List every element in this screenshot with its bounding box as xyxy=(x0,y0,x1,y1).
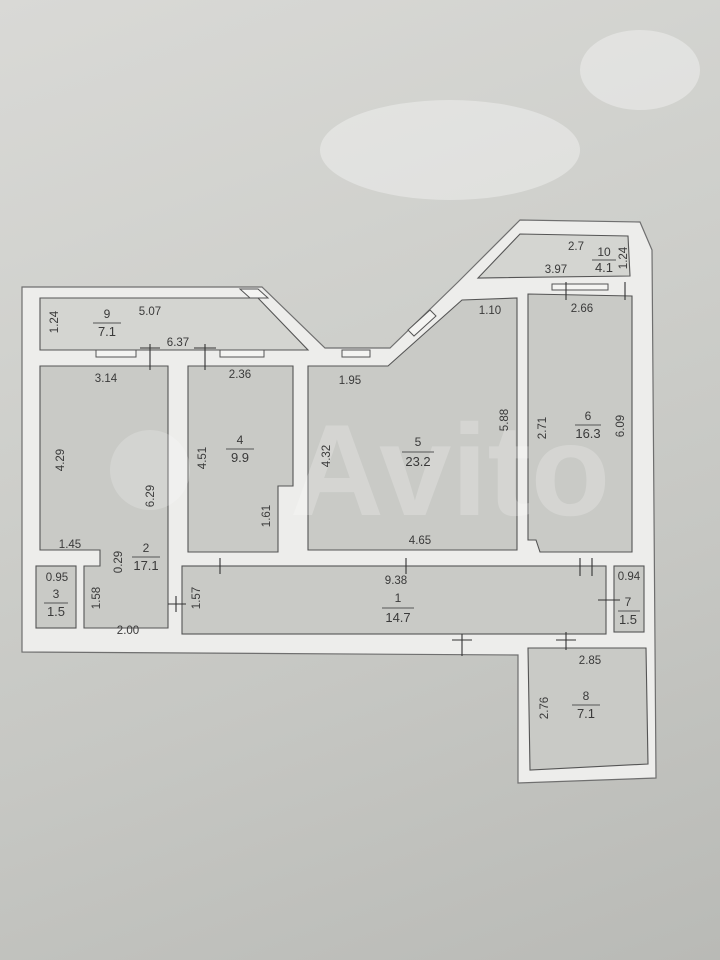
room-1-number: 1 xyxy=(395,591,402,605)
dimension-label: 2.85 xyxy=(579,655,601,667)
dimension-label: 0.95 xyxy=(46,572,68,584)
dimension-label: 5.88 xyxy=(499,409,511,431)
room-10-number: 10 xyxy=(597,245,611,259)
dimension-label: 6.37 xyxy=(167,337,189,349)
watermark-text: Avito xyxy=(290,397,610,543)
dimension-label: 0.29 xyxy=(113,551,125,573)
door-marks xyxy=(140,282,626,656)
room-4-area: 9.9 xyxy=(231,450,249,465)
window-room-5-diagonal xyxy=(407,309,437,337)
dimension-label: 4.51 xyxy=(197,447,209,469)
dimension-label: 1.95 xyxy=(339,375,361,387)
room-8-shape xyxy=(527,647,649,771)
room-1-area: 14.7 xyxy=(385,610,410,625)
window-room-4 xyxy=(219,349,265,358)
dimension-label: 1.61 xyxy=(261,505,273,527)
room-10-area: 4.1 xyxy=(595,260,613,275)
room-5-number: 5 xyxy=(415,435,422,449)
room-7-shape xyxy=(613,565,645,633)
dimension-labels: 1.24 5.07 6.37 3.14 2.36 1.95 1.10 2.7 1… xyxy=(46,241,641,719)
room-2-area: 17.1 xyxy=(133,558,158,573)
room-2-shape xyxy=(39,365,169,629)
dimension-label: 2.36 xyxy=(229,369,251,381)
room-8-number: 8 xyxy=(583,689,590,703)
room-4-shape xyxy=(187,365,294,553)
room-7-number: 7 xyxy=(625,595,632,609)
dimension-label: 3.14 xyxy=(95,373,118,385)
room-3-area: 1.5 xyxy=(47,604,65,619)
dimension-label: 1.24 xyxy=(49,310,61,333)
room-6-area: 16.3 xyxy=(575,426,600,441)
room-3-shape xyxy=(35,565,77,629)
room-5-area: 23.2 xyxy=(405,454,430,469)
dimension-label: 6.29 xyxy=(145,485,157,507)
dimension-label: 2.7 xyxy=(568,241,584,253)
dimension-label: 2.66 xyxy=(571,303,593,315)
room-6-number: 6 xyxy=(585,409,592,423)
dimension-label: 4.29 xyxy=(55,449,67,471)
window-room-5 xyxy=(341,349,371,358)
photo-glare xyxy=(320,100,580,200)
dimension-label: 5.07 xyxy=(139,306,161,318)
photo-glare-2 xyxy=(580,30,700,110)
room-3-number: 3 xyxy=(53,587,60,601)
dimension-label: 2.00 xyxy=(117,625,139,637)
room-4-number: 4 xyxy=(237,433,244,447)
window-room-2 xyxy=(95,349,137,358)
dimension-label: 9.38 xyxy=(385,575,407,587)
dimension-label: 2.76 xyxy=(539,697,551,719)
dimension-label: 0.94 xyxy=(618,571,641,583)
dimension-label: 3.97 xyxy=(545,264,567,276)
window-room-6 xyxy=(551,283,609,291)
watermark-logo xyxy=(110,430,190,510)
dimension-label: 4.32 xyxy=(321,445,333,467)
room-7-area: 1.5 xyxy=(619,612,637,627)
room-5-shape xyxy=(307,297,518,551)
dimension-label: 1.10 xyxy=(479,305,501,317)
dimension-label: 1.45 xyxy=(59,539,81,551)
dimension-label: 1.58 xyxy=(91,587,103,609)
room-6-shape xyxy=(527,293,633,553)
window-room-9 xyxy=(238,288,270,299)
room-8-area: 7.1 xyxy=(577,706,595,721)
room-1-shape xyxy=(181,565,607,635)
dimension-label: 1.24 xyxy=(618,246,630,269)
room-9-shape xyxy=(39,297,310,351)
room-9-number: 9 xyxy=(104,307,111,321)
dimension-label: 6.09 xyxy=(615,415,627,437)
dimension-label: 4.65 xyxy=(409,535,431,547)
room-10-shape xyxy=(476,233,631,279)
room-2-number: 2 xyxy=(143,541,150,555)
dimension-label: 2.71 xyxy=(537,417,549,439)
room-9-area: 7.1 xyxy=(98,324,116,339)
room-labels: 6 16.3 5 23.2 4 9.9 2 17.1 3 1.5 1 14.7 … xyxy=(44,245,640,721)
dimension-label: 1.57 xyxy=(191,587,203,609)
